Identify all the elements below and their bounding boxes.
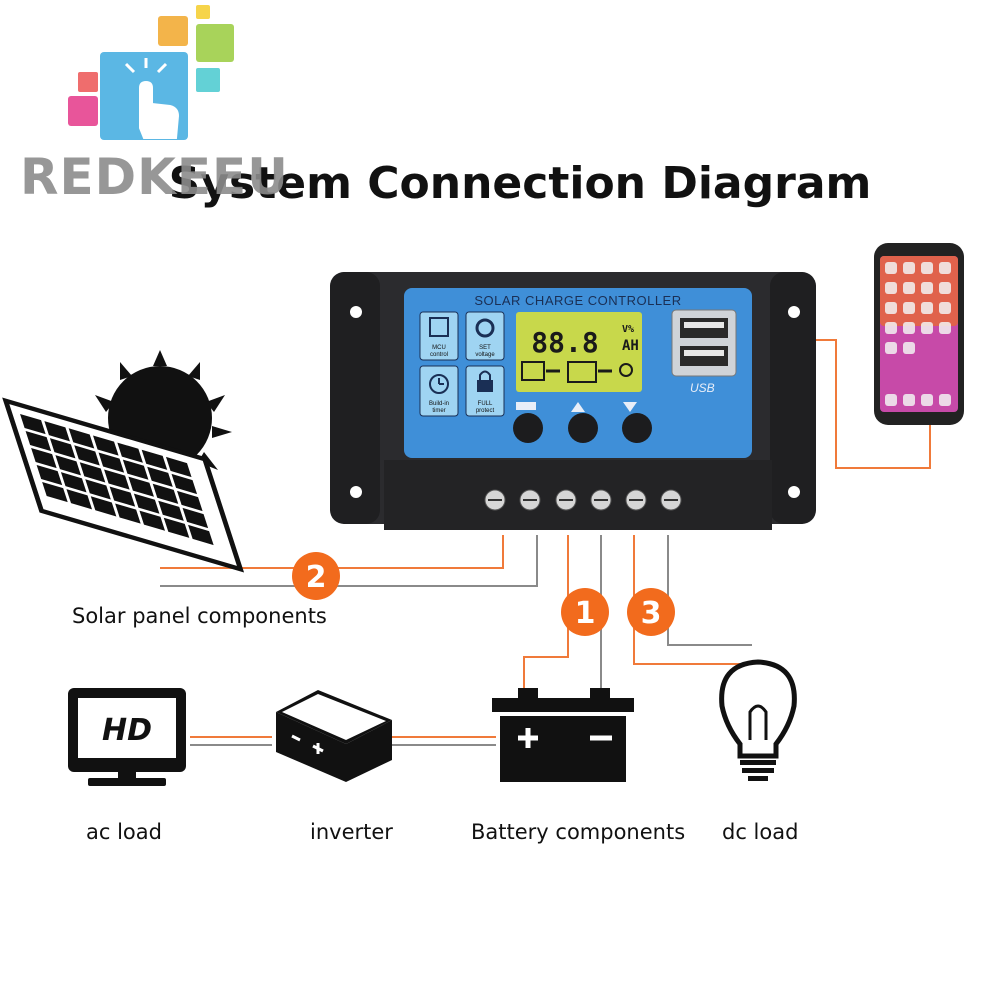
monitor-icon: [68, 688, 186, 786]
brand-logo-icon: [68, 5, 234, 140]
dc-load-label: dc load: [722, 820, 799, 844]
battery-label: Battery components: [471, 820, 686, 844]
menu-button: [513, 413, 543, 443]
clock-icon: [429, 374, 449, 394]
battery-icon: [492, 688, 634, 782]
solar-wire-positive: [160, 535, 504, 569]
ac-load-label: ac load: [86, 820, 162, 844]
lcd-battery-icon: [567, 361, 597, 383]
solar-panel-icon: [2, 397, 245, 573]
load-wire-positive: [633, 535, 752, 665]
down-arrow-icon: [623, 402, 637, 412]
solar-panel-label: Solar panel components: [72, 604, 327, 628]
inverter-label: inverter: [310, 820, 393, 844]
down-button: [622, 413, 652, 443]
lock-icon: [477, 380, 493, 392]
step-badge-1: [561, 588, 609, 636]
charge-controller: [330, 272, 816, 530]
step-badge-3: [627, 588, 675, 636]
brand-name: REDKEEU: [20, 148, 289, 206]
page-title: System Connection Diagram: [168, 158, 872, 209]
up-arrow-icon: [571, 402, 585, 412]
smartphone-icon: [874, 243, 964, 425]
mcu-chip-icon: [429, 317, 449, 337]
load-wire-negative: [667, 535, 752, 646]
solar-wire-negative: [160, 535, 538, 587]
up-button: [568, 413, 598, 443]
lcd-bulb-icon: [619, 363, 633, 377]
inverter-icon: [276, 690, 392, 782]
step-badge-2: [292, 552, 340, 600]
gear-icon: [475, 318, 495, 338]
brand-logo: [60, 0, 250, 150]
light-bulb-icon: [719, 659, 797, 781]
battery-mode-icon: [516, 402, 536, 410]
